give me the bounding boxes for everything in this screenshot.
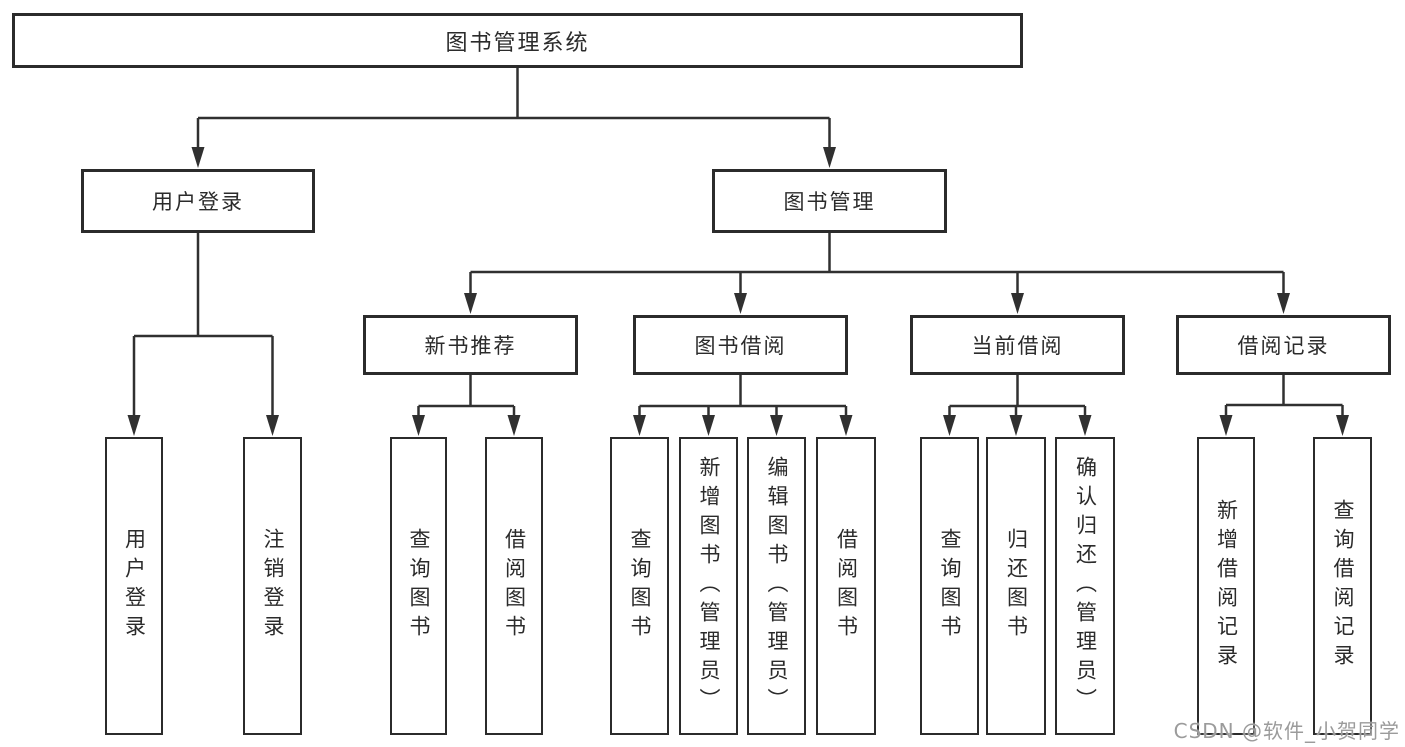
leaf-borrow-add-books-admin-label: 新增图书（管理员） xyxy=(697,455,721,717)
node-book-borrow-label: 图书借阅 xyxy=(694,334,787,358)
leaf-logout: 注销登录 xyxy=(243,437,302,735)
node-user-login: 用户登录 xyxy=(81,169,315,233)
edges-borrow-records xyxy=(1219,375,1349,436)
node-root: 图书管理系统 xyxy=(12,13,1023,68)
leaf-records-add-record: 新增借阅记录 xyxy=(1197,437,1255,735)
leaf-borrow-query-books: 查询图书 xyxy=(610,437,669,735)
edges-book-management xyxy=(464,233,1290,314)
edges-book-borrow xyxy=(633,375,853,436)
csdn-watermark: CSDN @软件_小贺同学 xyxy=(1173,719,1400,743)
leaf-logout-label: 注销登录 xyxy=(261,528,285,644)
leaf-borrow-add-books-admin: 新增图书（管理员） xyxy=(679,437,738,735)
edges-user-login xyxy=(127,233,279,436)
node-new-book-recommend-label: 新书推荐 xyxy=(424,334,517,358)
leaf-current-confirm-return-admin-label: 确认归还（管理员） xyxy=(1073,455,1098,717)
leaf-current-query-books: 查询图书 xyxy=(920,437,979,735)
node-new-book-recommend: 新书推荐 xyxy=(363,315,578,375)
leaf-borrow-query-books-label: 查询图书 xyxy=(628,528,652,644)
node-book-borrow: 图书借阅 xyxy=(633,315,848,375)
leaf-borrow-edit-books-admin-label: 编辑图书（管理员） xyxy=(765,455,789,717)
edges-root xyxy=(191,68,836,168)
leaf-current-confirm-return-admin: 确认归还（管理员） xyxy=(1055,437,1115,735)
edges-current-borrow xyxy=(943,375,1092,436)
leaf-newbook-borrow-books: 借阅图书 xyxy=(485,437,543,735)
leaf-records-query-record: 查询借阅记录 xyxy=(1313,437,1372,735)
node-book-management: 图书管理 xyxy=(712,169,947,233)
node-borrow-records: 借阅记录 xyxy=(1176,315,1391,375)
leaf-borrow-borrow-books: 借阅图书 xyxy=(816,437,876,735)
leaf-current-query-books-label: 查询图书 xyxy=(938,528,962,644)
leaf-newbook-query-books-label: 查询图书 xyxy=(407,528,431,644)
edges-new-book-recommend xyxy=(412,375,521,436)
node-current-borrow-label: 当前借阅 xyxy=(971,334,1064,358)
node-book-management-label: 图书管理 xyxy=(783,190,876,214)
leaf-records-query-record-label: 查询借阅记录 xyxy=(1331,499,1355,673)
leaf-borrow-edit-books-admin: 编辑图书（管理员） xyxy=(747,437,806,735)
leaf-current-return-books-label: 归还图书 xyxy=(1004,528,1029,644)
leaf-newbook-borrow-books-label: 借阅图书 xyxy=(502,528,527,644)
leaf-current-return-books: 归还图书 xyxy=(986,437,1046,735)
leaf-user-login: 用户登录 xyxy=(105,437,163,735)
node-root-label: 图书管理系统 xyxy=(445,30,590,56)
node-borrow-records-label: 借阅记录 xyxy=(1237,334,1330,358)
leaf-newbook-query-books: 查询图书 xyxy=(390,437,447,735)
node-current-borrow: 当前借阅 xyxy=(910,315,1125,375)
leaf-borrow-borrow-books-label: 借阅图书 xyxy=(834,528,859,644)
leaf-records-add-record-label: 新增借阅记录 xyxy=(1214,499,1239,673)
leaf-user-login-label: 用户登录 xyxy=(122,528,147,644)
node-user-login-label: 用户登录 xyxy=(152,190,244,214)
